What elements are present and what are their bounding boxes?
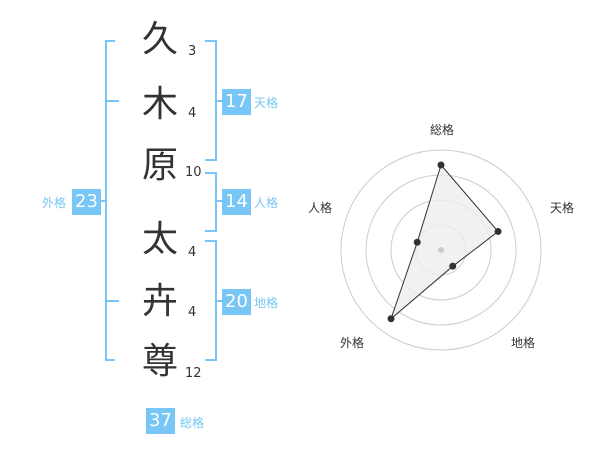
kanji-4: 太 <box>141 219 178 260</box>
radar-point-3 <box>387 315 395 323</box>
radar-center-dot <box>438 247 444 253</box>
radar-axis-label-gaikaku: 外格 <box>340 335 364 350</box>
radar-point-2 <box>449 262 457 270</box>
gaikaku-bracket <box>105 40 115 361</box>
jinkaku-badge: 14 <box>222 189 251 215</box>
stroke-count-3: 10 <box>185 165 202 180</box>
tenkaku-bracket-stem <box>215 100 222 102</box>
tenkaku-label: 天格 <box>254 96 279 110</box>
chikaku-badge: 20 <box>222 289 251 315</box>
tenkaku-badge: 17 <box>222 89 251 115</box>
gaikaku-label: 外格 <box>42 196 67 210</box>
stroke-count-6: 12 <box>185 366 202 381</box>
radar-points <box>387 161 502 323</box>
kanji-3: 原 <box>141 145 178 186</box>
stroke-count-2: 4 <box>188 106 197 121</box>
stroke-count-1: 3 <box>188 44 197 59</box>
kanji-6: 尊 <box>141 341 178 382</box>
gaikaku-tick-2 <box>107 300 119 302</box>
radar-point-1 <box>494 227 502 235</box>
chikaku-label: 地格 <box>254 296 279 310</box>
soukaku-label: 総格 <box>180 416 205 430</box>
gaikaku-badge: 23 <box>72 189 101 215</box>
kanji-2: 木 <box>141 84 178 125</box>
gaikaku-bracket-stem <box>99 200 105 202</box>
radar-ring-4 <box>340 149 542 351</box>
kanji-1: 久 <box>141 19 178 60</box>
radar-axis-label-chikaku: 地格 <box>511 335 535 350</box>
gaikaku-tick-1 <box>107 100 119 102</box>
radar-point-4 <box>413 238 421 246</box>
radar-axis-label-jinkaku: 人格 <box>308 200 332 215</box>
radar-axis-label-tenkaku: 天格 <box>550 200 574 215</box>
stroke-count-4: 4 <box>188 245 197 260</box>
radar-chart: 総格 天格 地格 外格 人格 <box>308 122 574 351</box>
soukaku-badge: 37 <box>146 408 175 434</box>
chikaku-bracket-stem <box>215 300 222 302</box>
jinkaku-bracket-stem <box>215 200 222 202</box>
jinkaku-bracket <box>205 172 217 232</box>
stroke-count-5: 4 <box>188 305 197 320</box>
radar-point-0 <box>437 161 445 169</box>
radar-area <box>389 163 499 321</box>
kanji-5: 卉 <box>141 281 178 322</box>
jinkaku-label: 人格 <box>254 196 279 210</box>
radar-axis-label-soukaku: 総格 <box>430 122 454 137</box>
